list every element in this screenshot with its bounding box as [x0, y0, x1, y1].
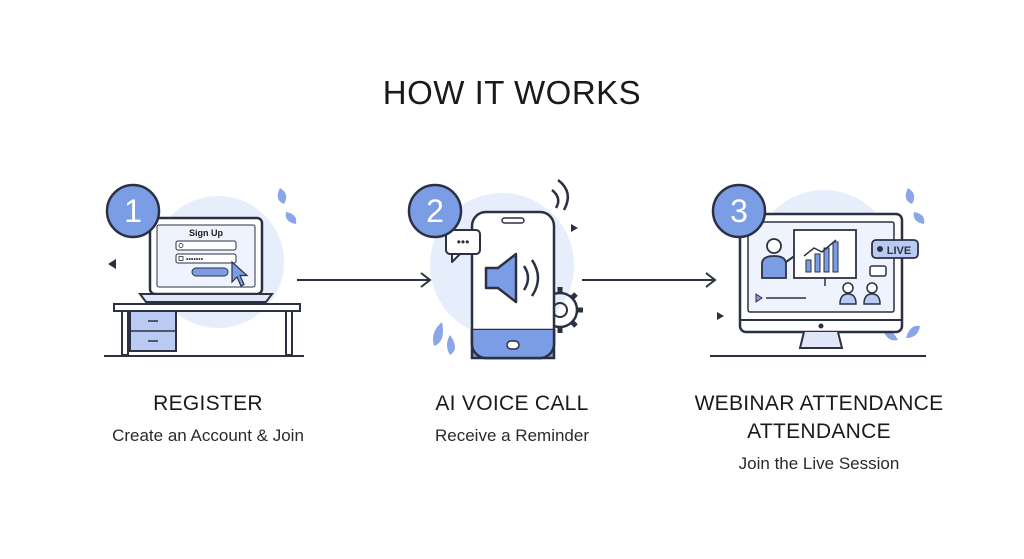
- step-3-illustration: LIVE 3: [710, 183, 926, 357]
- step-2-number: 2: [426, 193, 444, 229]
- step-3-title-line-2: ATTENDANCE: [747, 420, 891, 443]
- step-1-subtitle: Create an Account & Join: [112, 426, 304, 445]
- live-badge-label: LIVE: [887, 245, 911, 257]
- signup-screen-title: Sign Up: [189, 228, 223, 238]
- step-2-title: AI VOICE CALL: [435, 392, 589, 415]
- step-3-subtitle: Join the Live Session: [738, 454, 900, 473]
- step-1-number: 1: [124, 193, 142, 229]
- step-3-number: 3: [730, 193, 748, 229]
- step-3-title-line-1: WEBINAR ATTENDANCE: [694, 392, 944, 415]
- step-1-title: REGISTER: [153, 392, 263, 415]
- step-2-subtitle: Receive a Reminder: [434, 426, 589, 445]
- step-1-illustration: Sign Up ••••••• 1: [104, 183, 304, 357]
- step-2-illustration: ••• 2: [407, 179, 583, 360]
- arrow-right-icon: [582, 272, 717, 288]
- page-title: HOW IT WORKS: [382, 74, 642, 111]
- password-mask: •••••••: [186, 257, 204, 264]
- arrow-right-icon: [297, 272, 432, 288]
- chat-bubble-dots: •••: [457, 235, 470, 249]
- live-badge: [871, 239, 919, 259]
